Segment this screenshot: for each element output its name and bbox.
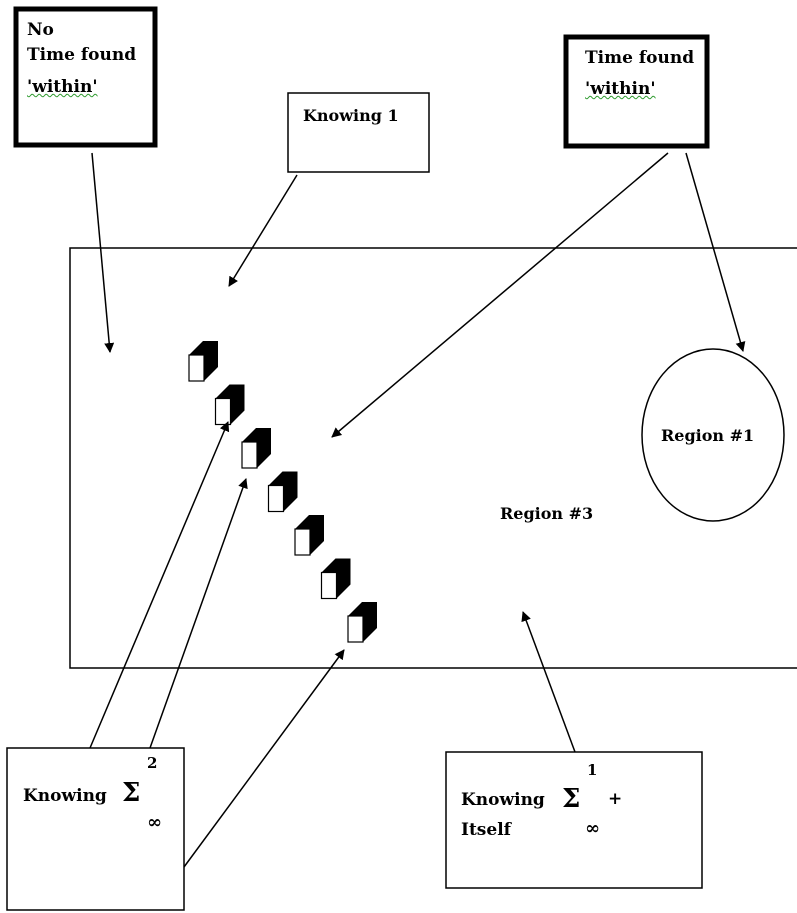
cube-front <box>320 571 338 600</box>
sigma2-subscript: ∞ <box>147 812 162 833</box>
arrow-sigma1-to-region3 <box>521 611 576 753</box>
cube <box>267 471 298 513</box>
cube-front <box>214 397 232 426</box>
arrow-sigma2-to-cube2 <box>89 421 230 749</box>
knowing-sigma1-line1: Knowing <box>461 790 545 810</box>
sigma-symbol-right: Σ <box>562 784 581 814</box>
sigma1-superscript: 1 <box>587 761 598 779</box>
region1-ellipse <box>641 348 785 522</box>
no-time-line2: Time found <box>27 45 137 65</box>
cube <box>241 428 271 469</box>
sigma-symbol-left: Σ <box>122 778 141 808</box>
main-region-rect <box>69 247 797 669</box>
no-time-box <box>13 6 158 148</box>
knowing-sigma2-label: Knowing <box>23 786 107 806</box>
cube-front <box>267 484 285 513</box>
no-time-line1: No <box>27 20 54 40</box>
cube-front <box>241 441 258 469</box>
cube-front <box>347 615 364 643</box>
sigma2-superscript: 2 <box>147 754 158 772</box>
region1-label: Region #1 <box>661 426 755 445</box>
cube <box>188 341 218 382</box>
knowing-sigma1-line2: Itself <box>461 820 511 840</box>
knowing-sigma2-box <box>6 747 185 911</box>
time-found-line1: Time found <box>585 48 695 68</box>
knowing-1-label: Knowing 1 <box>303 106 399 125</box>
cube <box>347 602 377 643</box>
arrow-sigma2-to-cube7 <box>183 649 345 868</box>
arrow-time-found-to-region1 <box>685 152 746 352</box>
arrow-time-found-to-cubes <box>331 152 669 438</box>
knowing-1-box <box>287 92 430 173</box>
no-time-line3: 'within' <box>27 77 98 97</box>
sigma1-subscript: ∞ <box>585 818 600 839</box>
sigma1-plus: + <box>608 789 623 809</box>
time-found-box <box>563 34 710 149</box>
cube <box>214 384 245 426</box>
time-found-line2: 'within' <box>585 79 656 99</box>
cube-front <box>188 354 205 382</box>
cube <box>294 515 324 556</box>
arrow-no-time <box>91 152 115 353</box>
cube <box>320 558 351 600</box>
arrow-sigma2-to-cube3 <box>149 478 248 749</box>
region3-label: Region #3 <box>500 504 594 523</box>
cube-stair <box>188 341 377 643</box>
knowing-sigma1-box <box>445 751 703 889</box>
arrow-knowing-1 <box>228 174 298 287</box>
cube-front <box>294 528 311 556</box>
